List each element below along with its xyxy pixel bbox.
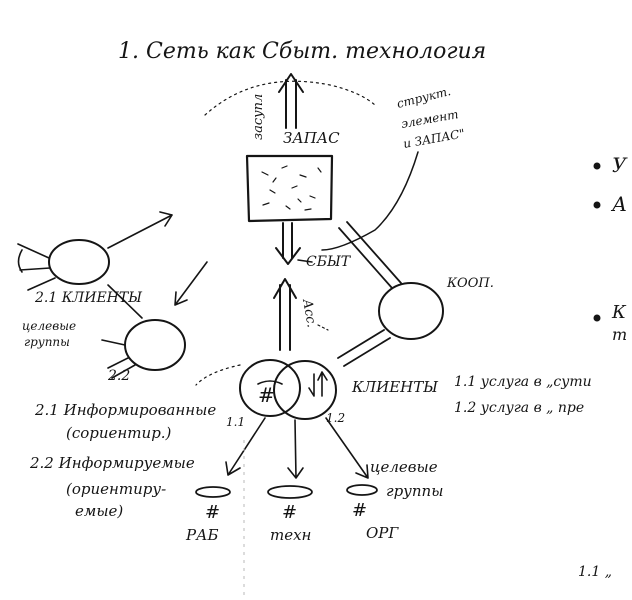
node-tech-oval xyxy=(267,485,313,499)
right-item-1-2: 1.2 услуга в „ пре xyxy=(454,400,584,416)
label-2-2: 2.2 xyxy=(107,368,130,384)
bottom-right-text: 1.1 „ xyxy=(578,564,612,580)
target-groups-left-2: группы xyxy=(24,335,70,349)
note-line-2: элемент xyxy=(400,107,459,131)
clients-circles xyxy=(239,359,337,420)
target-groups-left-1: целевые xyxy=(22,319,76,333)
label-sbyt: СБЫТ xyxy=(306,254,352,270)
koop-line-down xyxy=(337,329,391,367)
bullet-1-icon xyxy=(593,162,601,170)
arrow-down-left xyxy=(225,417,266,476)
label-left-clients: 2.1 КЛИЕНТЫ xyxy=(34,290,142,306)
label-zasupl: засупл xyxy=(251,94,266,140)
bullet-2-text: А xyxy=(610,192,627,216)
arrow-down-right xyxy=(325,417,369,479)
up-arrow-zasupl xyxy=(278,73,304,129)
bullet-1-text: У xyxy=(612,153,628,177)
label-tech: техн xyxy=(270,526,311,544)
diagram-title: 1. Сеть как Сбыт. технология xyxy=(118,39,486,64)
hash-oval-center xyxy=(257,380,283,385)
arrow-down-middle xyxy=(287,419,304,479)
informed-line-1: 2.1 Информированные xyxy=(34,401,216,419)
dotted-arc-clients xyxy=(195,364,241,386)
label-klienty: КЛИЕНТЫ xyxy=(351,378,438,396)
dotted-arc-top xyxy=(204,80,376,116)
bullet-3-text-2: т xyxy=(612,325,627,344)
target-groups-bottom-2: группы xyxy=(386,482,443,500)
koop-circle xyxy=(378,282,444,340)
note-line-3: и ЗАПАС" xyxy=(402,126,466,151)
label-raw: РАБ xyxy=(185,526,218,544)
bullet-3-text: К xyxy=(611,302,627,323)
informed-line-2: (сориентир.) xyxy=(66,424,172,442)
label-org: ОРГ xyxy=(366,524,399,542)
tick-mark xyxy=(317,324,329,331)
bullet-2-icon xyxy=(593,201,601,209)
note-line-1: структ. xyxy=(395,84,452,111)
hash-org: # xyxy=(352,500,367,521)
exchange-arrows-icon xyxy=(308,371,328,397)
node-raw-oval xyxy=(195,486,231,498)
label-1-2: 1.2 xyxy=(326,411,345,425)
label-zapas: ЗАПАС xyxy=(283,129,340,147)
to-inform-line-1: 2.2 Информируемые xyxy=(29,454,195,472)
bullet-3-icon xyxy=(593,314,601,322)
koop-line-up xyxy=(338,221,402,289)
zapas-box xyxy=(245,154,334,223)
target-groups-bottom-1: целевые xyxy=(370,458,438,476)
left-network xyxy=(17,211,208,379)
down-arrow-sbyt xyxy=(275,222,301,265)
note-arrow xyxy=(321,151,419,251)
to-inform-line-3: емые) xyxy=(75,502,123,520)
hash-tech: # xyxy=(282,502,297,523)
hash-raw: # xyxy=(205,502,220,523)
up-arrow-ass xyxy=(273,278,297,351)
node-org-oval xyxy=(346,484,378,496)
label-ass: Асс. xyxy=(299,297,319,329)
hash-center: # xyxy=(258,383,275,407)
sbyt-pointer xyxy=(297,259,313,263)
label-1-1: 1.1 xyxy=(226,415,245,429)
right-item-1-1: 1.1 услуга в „сути xyxy=(454,374,592,390)
to-inform-line-2: (ориентиру- xyxy=(66,480,166,498)
label-koop: КООП. xyxy=(446,276,494,291)
